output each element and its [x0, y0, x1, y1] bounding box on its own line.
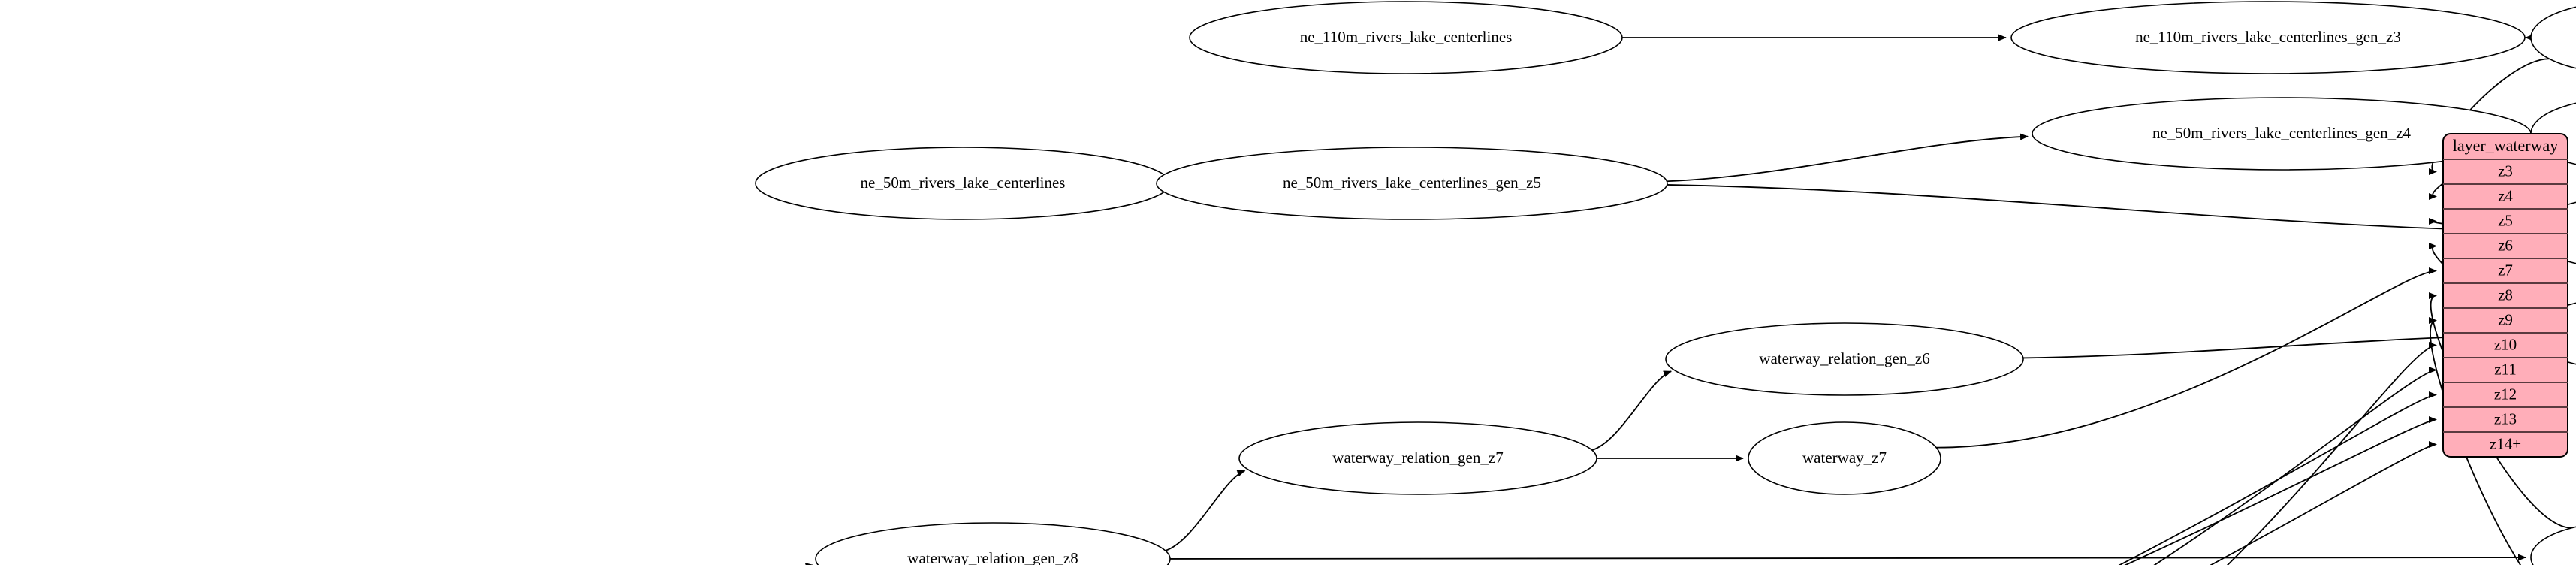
node-ellipse	[815, 522, 1171, 565]
table-row-z14+[interactable]: z14+	[2490, 434, 2521, 452]
table-row-z3[interactable]: z3	[2498, 162, 2513, 180]
table-row-z9[interactable]: z9	[2498, 310, 2513, 328]
edge-waterway_relation_gen_z8-to-waterway_relation_gen_z7	[1165, 470, 1246, 551]
graph-node-ne_50m_rivers_lake_centerlines[interactable]: ne_50m_rivers_lake_centerlines	[755, 147, 1171, 220]
node-ellipse	[2530, 526, 2576, 565]
layer-waterway-table[interactable]: layer_waterway z3 z4 z5 z6 z7 z8 z9 z10 z11 z12 z13…	[2442, 133, 2568, 458]
edge-waterway_relation_gen_z8-to-waterway_z8	[1169, 554, 2526, 561]
edge-waterway_z11-to-layer_waterway-z11	[2153, 367, 2437, 565]
node-label: ne_110m_rivers_lake_centerlines_gen_z3	[2135, 28, 2401, 46]
node-label: waterway_relation_gen_z6	[1759, 349, 1929, 367]
edge-ne_50m_rivers_lake_centerlines_gen_z5-to-waterway_z5	[1667, 184, 2527, 234]
graph-node-waterway_relation_gen_z6[interactable]: waterway_relation_gen_z6	[1665, 322, 2024, 396]
table-row-z6[interactable]: z6	[2498, 236, 2513, 254]
edge-waterway_z14-to-layer_waterway-z14+	[2210, 441, 2437, 565]
edge-ne_50m_rivers_lake_centerlines_gen_z5-to-ne_50m_rivers_lake_centerlines_gen_z4	[1667, 133, 2029, 183]
graph-node-ne_110m_rivers_lake_centerlines_gen_z3[interactable]: ne_110m_rivers_lake_centerlines_gen_z3	[2010, 1, 2526, 74]
graph-node-waterway_relation_gen_z8[interactable]: waterway_relation_gen_z8	[815, 522, 1171, 565]
node-label: ne_50m_rivers_lake_centerlines_gen_z4	[2152, 124, 2412, 142]
graph-node-ne_50m_rivers_lake_centerlines_gen_z5[interactable]: ne_50m_rivers_lake_centerlines_gen_z5	[1156, 147, 1668, 220]
node-label: ne_50m_rivers_lake_centerlines	[861, 174, 1066, 192]
node-ellipse	[2530, 6, 2576, 69]
edge-waterway_z12-to-layer_waterway-z12	[2118, 391, 2437, 565]
graph-node-ne_50m_rivers_lake_centerlines_gen_z4[interactable]: ne_50m_rivers_lake_centerlines_gen_z4	[2032, 97, 2532, 171]
node-ellipse	[1189, 1, 1623, 74]
node-label: ne_110m_rivers_lake_centerlines	[1300, 28, 1513, 46]
edge-waterway_z10-to-layer_waterway-z10	[2226, 342, 2437, 565]
node-label: waterway_relation_gen_z8	[907, 549, 1078, 565]
table-row-z13[interactable]: z13	[2494, 409, 2517, 428]
table-row-z12[interactable]: z12	[2494, 385, 2517, 403]
table-row-z5[interactable]: z5	[2498, 211, 2513, 229]
node-ellipse	[1748, 421, 1941, 495]
node-ellipse	[1156, 147, 1668, 220]
table-row-z8[interactable]: z8	[2498, 286, 2513, 304]
table-row-z10[interactable]: z10	[2494, 335, 2517, 353]
table-row-z7[interactable]: z7	[2498, 261, 2513, 279]
table-row-z4[interactable]: z4	[2498, 186, 2513, 204]
node-ellipse	[1238, 421, 1597, 495]
graph-node-waterway_z3[interactable]: waterway_z3	[2530, 2, 2576, 74]
graph-node-waterway_z7[interactable]: waterway_z7	[1748, 421, 1941, 495]
edge-waterway_relation_gen_z7-to-waterway_relation_gen_z6	[1591, 370, 1673, 451]
edge-waterway_z13-to-layer_waterway-z13	[2124, 416, 2437, 565]
node-label: ne_50m_rivers_lake_centerlines_gen_z5	[1283, 174, 1541, 192]
node-ellipse	[1665, 322, 2024, 396]
table-layer: layer_waterway z3 z4 z5 z6 z7 z8 z9 z10 z11 z12 z13…	[2442, 133, 2568, 458]
graph-node-ne_110m_rivers_lake_centerlines[interactable]: ne_110m_rivers_lake_centerlines	[1189, 1, 1623, 74]
table-row-z11[interactable]: z11	[2494, 360, 2517, 378]
node-label: waterway_z7	[1802, 449, 1887, 467]
node-label: waterway_relation_gen_z7	[1332, 449, 1503, 467]
edge-waterway_z9-to-layer_waterway-z9	[2428, 317, 2522, 565]
table-title: layer_waterway	[2453, 136, 2558, 155]
graph-node-waterway_relation_gen_z7[interactable]: waterway_relation_gen_z7	[1238, 421, 1597, 495]
node-ellipse	[2010, 1, 2526, 74]
table-shell	[2442, 133, 2568, 458]
graph-node-waterway_z8[interactable]: waterway_z8	[2530, 521, 2576, 565]
edge-waterway_z7-to-layer_waterway-z7	[1936, 267, 2437, 449]
